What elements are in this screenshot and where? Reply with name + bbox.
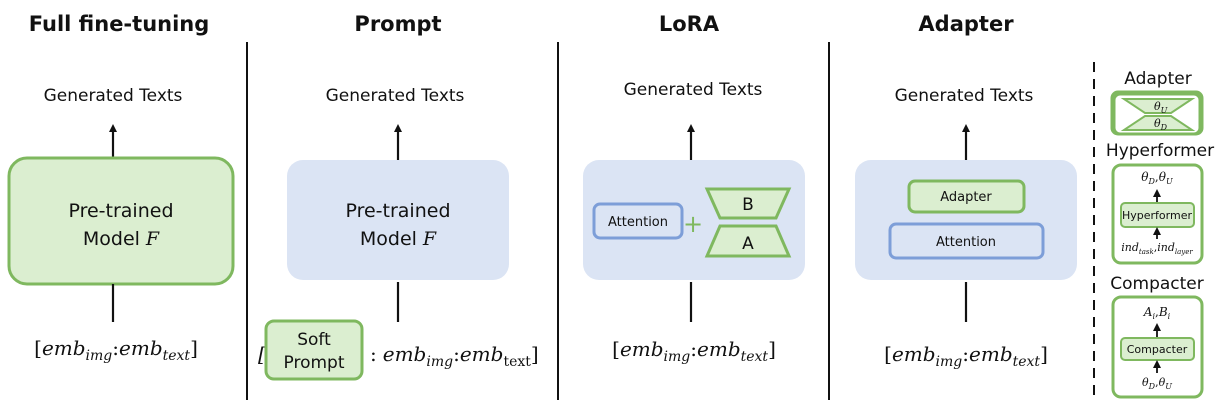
pretrained-model-box [287,160,509,280]
hyperformer-output-label: θD,θU [1141,170,1173,186]
sidebar-adapter-frame-outer [1110,90,1204,136]
panel-full-fine-tuning: Full fine-tuning Generated Texts Pre-tra… [7,12,235,364]
panel-title: LoRA [659,12,720,36]
model-label-line1: Pre-trained [345,200,450,222]
panel-title: Full fine-tuning [29,12,210,36]
input-embedding-label: :embimg:embtext] [370,342,539,370]
hyperformer-box-label: Hyperformer [1122,209,1192,222]
attention-label: Attention [936,235,996,250]
panel-prompt: Prompt Generated Texts Pre-trained Model… [258,12,539,381]
compacter-output-label: Ai,Bi [1143,305,1171,321]
sidebar-hyperformer-detail: Hyperformer θD,θU Hyperformer indtask,in… [1106,141,1214,265]
adapter-label: Adapter [940,190,992,205]
sidebar-adapter-detail: Adapter θU θD [1110,69,1204,136]
generated-texts-label: Generated Texts [895,86,1034,106]
compacter-input-label: θD,θU [1142,376,1172,391]
input-embedding-label: [embimg:embtext] [884,342,1048,370]
model-label-line1: Pre-trained [68,200,173,222]
panel-title: Adapter [918,12,1014,36]
attention-box [592,202,684,240]
sidebar-hyperformer-title: Hyperformer [1106,141,1214,161]
lora-a-matrix [704,224,792,258]
generated-texts-label: Generated Texts [326,86,465,106]
sidebar-compacter-title: Compacter [1110,274,1204,294]
pretrained-model-box [7,156,235,286]
hyperformer-input-label: indtask,indlayer [1121,241,1193,256]
lora-a-label: A [742,234,754,254]
panel-title: Prompt [354,12,441,36]
adapter-box [907,179,1026,214]
plus-sign: + [683,210,703,238]
soft-prompt-line2: Prompt [284,353,345,373]
attention-box [888,222,1045,260]
generated-texts-label: Generated Texts [44,86,183,106]
generated-texts-label: Generated Texts [624,80,763,100]
input-embedding-label: [embimg:embtext] [612,337,776,365]
soft-prompt-box [264,319,364,381]
lora-b-matrix [704,187,792,220]
compacter-box-label: Compacter [1127,343,1188,356]
adapter-up-projection [1120,98,1196,114]
adapter-model-box [855,160,1077,280]
panel-adapter: Adapter Generated Texts Adapter Attentio… [855,12,1077,370]
soft-prompt-line1: Soft [297,330,331,350]
input-embedding-label: [embimg:embtext] [34,336,198,364]
sidebar-adapter-title: Adapter [1124,69,1191,89]
input-open-bracket: [ [258,342,266,366]
lora-b-label: B [742,195,754,215]
theta-u-label: θU [1154,100,1168,115]
sidebar-compacter-detail: Compacter Ai,Bi Compacter θD,θU [1110,274,1204,399]
attention-label: Attention [608,215,668,230]
theta-d-label: θD [1154,117,1168,132]
adapter-down-projection [1120,115,1196,131]
panel-lora: LoRA Generated Texts Attention + B A [em… [583,12,805,365]
